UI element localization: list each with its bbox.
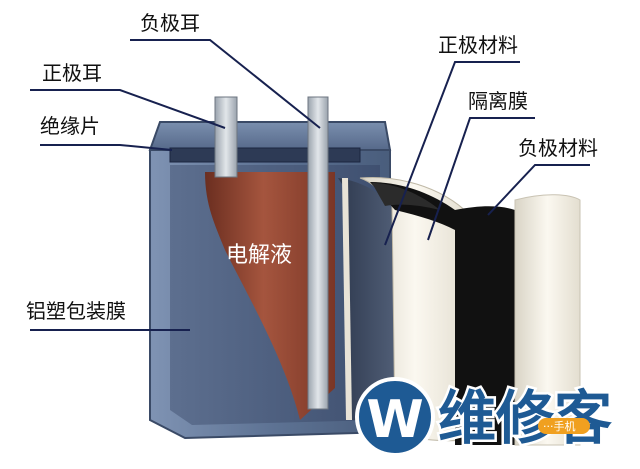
label-separator: 隔离膜 (468, 89, 528, 113)
watermark-tag-text: ···手机 (543, 419, 576, 433)
watermark-logo: W 维修客 ···手机 (355, 377, 615, 457)
outer-sheet (514, 194, 581, 446)
leader-positive-tab (30, 89, 226, 129)
leader-negative-material (487, 164, 590, 216)
label-positive-tab: 正极耳 (42, 61, 102, 85)
leader-negative-tab (130, 39, 321, 129)
electrode-curl-accent (372, 183, 440, 210)
insulation-sheet (169, 147, 361, 163)
negative-tab (307, 96, 329, 410)
leader-positive-material (384, 61, 520, 246)
label-negative-tab: 负极耳 (140, 11, 200, 35)
watermark-tag-pill (538, 418, 590, 434)
label-aluminum-film: 铝塑包装膜 (26, 299, 126, 323)
watermark-logo-badge (355, 377, 435, 457)
label-positive-material: 正极材料 (438, 33, 518, 57)
leader-separator (427, 117, 535, 241)
negative-material-layer (370, 182, 515, 445)
watermark-logo-letter: W (366, 390, 423, 450)
leader-insulation-sheet (40, 144, 173, 151)
casing-top-lip (148, 121, 392, 151)
separator-inner-edge (342, 178, 352, 420)
label-negative-material: 负极材料 (518, 136, 598, 160)
watermark-brand-name: 维修客 (438, 384, 612, 452)
label-electrolyte: 电解液 (226, 243, 292, 268)
electrolyte-region (205, 172, 335, 420)
positive-tab (214, 96, 238, 178)
label-insulation-sheet: 绝缘片 (40, 114, 100, 138)
